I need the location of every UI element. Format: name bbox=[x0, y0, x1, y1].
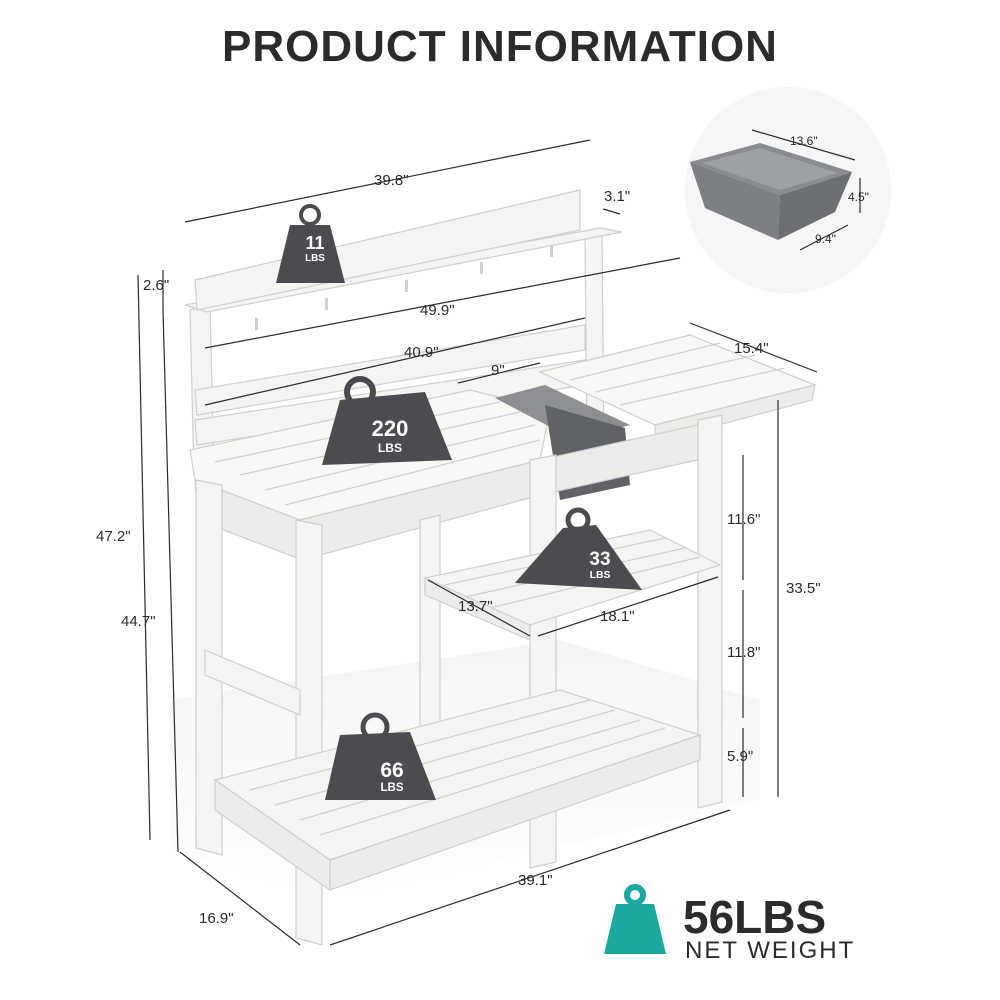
weight-block-220 bbox=[322, 376, 452, 465]
dim-mid-shelf-width: 18.1" bbox=[600, 608, 635, 625]
net-weight-value: 56LBS bbox=[683, 891, 827, 943]
dim-side-table-depth: 15.4" bbox=[734, 340, 769, 357]
bin-length: 13.6" bbox=[790, 134, 818, 148]
dim-inner-width: 40.9" bbox=[404, 344, 439, 361]
dim-table-height: 33.5" bbox=[786, 580, 821, 597]
weight-label-11: 11 LBS bbox=[305, 233, 325, 264]
weight-block-11 bbox=[276, 204, 345, 283]
dim-sink-gap: 9" bbox=[491, 362, 505, 379]
sink-bin-icon bbox=[690, 143, 852, 240]
dim-top-width: 39.8" bbox=[374, 172, 409, 189]
weight-label-220: 220 LBS bbox=[371, 416, 409, 455]
bin-width: 9.4" bbox=[815, 232, 836, 246]
dim-shelf-depth: 3.1" bbox=[604, 188, 631, 205]
dim-base-width: 39.1" bbox=[518, 872, 553, 889]
dim-overall-width: 49.9" bbox=[420, 302, 455, 319]
dim-base-depth: 16.9" bbox=[199, 910, 234, 927]
dim-total-height: 47.2" bbox=[96, 528, 131, 545]
page-title: PRODUCT INFORMATION bbox=[222, 22, 778, 71]
dim-line-top-width bbox=[184, 139, 591, 223]
weight-block-33 bbox=[515, 507, 642, 590]
dim-bottom-gap: 5.9" bbox=[727, 748, 754, 765]
weight-label-33: 33 LBS bbox=[589, 549, 611, 581]
weight-icon bbox=[604, 884, 666, 954]
net-weight-label: NET WEIGHT bbox=[685, 937, 856, 964]
dim-middle-gap: 11.8" bbox=[727, 644, 761, 661]
dim-mid-shelf-depth: 13.7" bbox=[458, 598, 493, 615]
dim-upper-gap: 11.6" bbox=[727, 511, 761, 528]
weight-block-66 bbox=[325, 712, 436, 800]
dim-rear-height: 44.7" bbox=[121, 613, 156, 630]
dim-shelf-height: 2.6" bbox=[143, 277, 170, 294]
bin-height: 4.5" bbox=[848, 190, 869, 204]
weight-label-66: 66 LBS bbox=[380, 759, 404, 794]
